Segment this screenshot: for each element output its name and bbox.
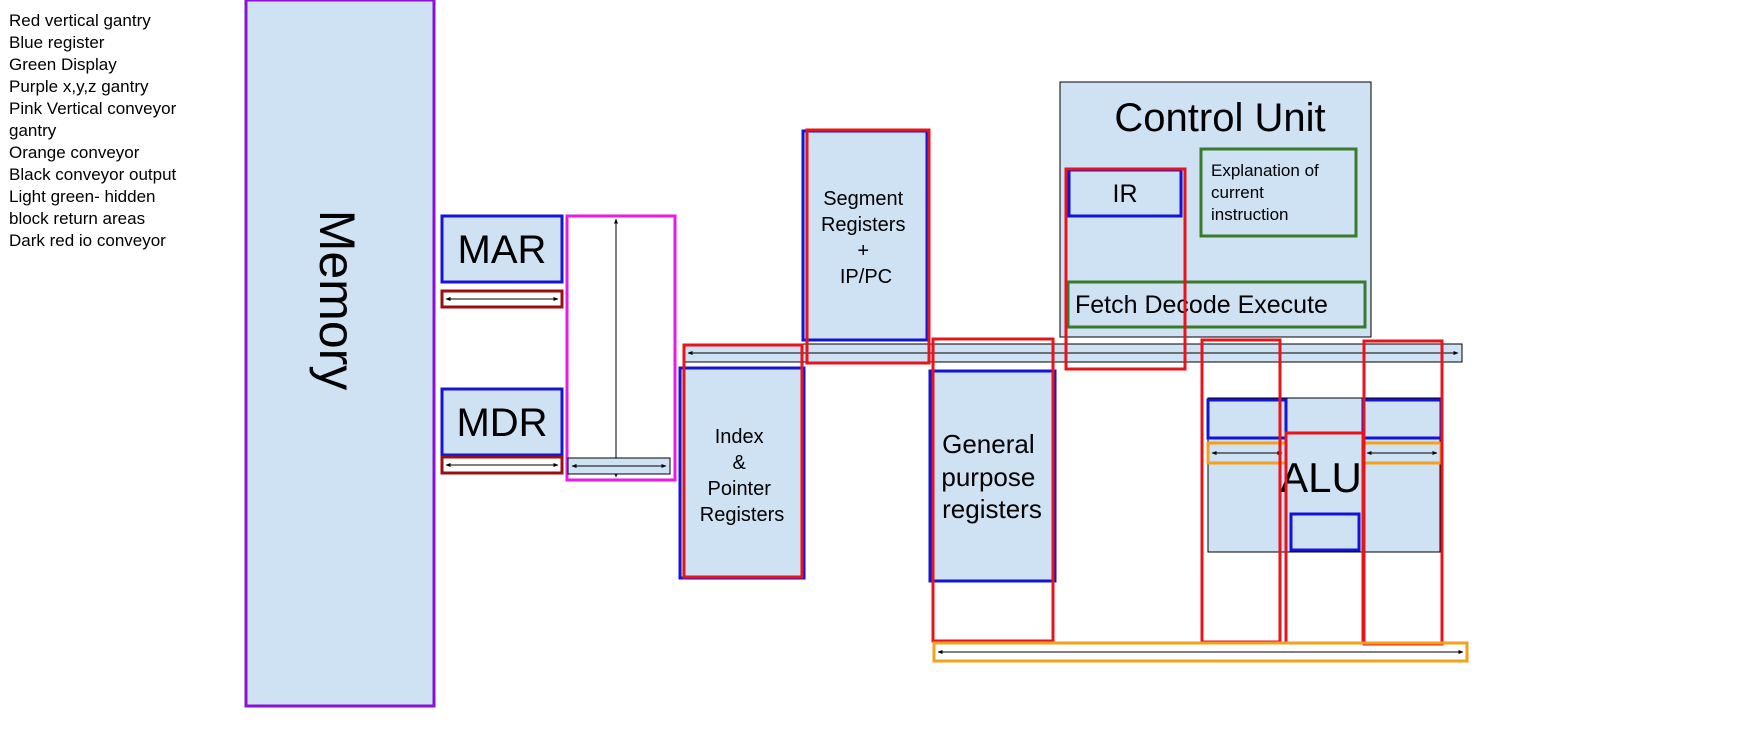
mar-label: MAR	[458, 228, 547, 272]
segment-label-line: +	[857, 240, 869, 262]
memory-block	[244, 0, 436, 708]
explanation-label-line: current	[1211, 183, 1264, 202]
legend-item: Green Display	[9, 55, 117, 74]
general-label: General purpose registers	[941, 429, 1042, 524]
ir-label: IR	[1113, 180, 1138, 208]
explanation-label-line: instruction	[1211, 205, 1288, 224]
legend: Red vertical gantry Blue register Green …	[9, 10, 176, 252]
control-unit	[1059, 81, 1372, 338]
explanation-display	[1199, 147, 1358, 238]
alu-input-register-right	[1361, 398, 1443, 440]
index-label-line: Registers	[700, 504, 784, 526]
alu-output-register	[1289, 512, 1361, 552]
legend-item: Red vertical gantry	[9, 11, 151, 30]
general-gantry	[931, 337, 1055, 643]
general-purpose-registers	[928, 369, 1057, 583]
mdr-label: MDR	[456, 401, 547, 445]
general-label-line: purpose	[941, 462, 1035, 492]
legend-item: block return areas	[9, 209, 146, 228]
legend-item: Dark red io conveyor	[9, 231, 166, 250]
index-label-line: Index	[715, 426, 764, 448]
legend-item: gantry	[9, 121, 57, 140]
control-unit-label: Control Unit	[1114, 96, 1325, 140]
pink-vertical-gantry	[565, 214, 677, 482]
segment-label: Segment Registers + IP/PC	[821, 188, 911, 288]
memory-label: Memory	[309, 210, 365, 391]
mar-register	[440, 214, 564, 284]
legend-item: Pink Vertical conveyor	[9, 99, 177, 118]
index-pointer-registers	[678, 366, 806, 580]
index-label-line: &	[733, 452, 747, 474]
alu-label: ALU	[1280, 454, 1362, 501]
general-label-line: General	[942, 429, 1035, 459]
legend-item: Light green- hidden	[9, 187, 156, 206]
general-label-line: registers	[942, 494, 1042, 524]
index-label: Index & Pointer Registers	[700, 426, 784, 526]
segment-gantry-top	[805, 128, 931, 365]
index-gantry-top	[682, 343, 804, 579]
segment-label-line: Segment	[823, 188, 903, 210]
fde-display	[1066, 280, 1367, 329]
legend-item: Purple x,y,z gantry	[9, 77, 149, 96]
segment-label-line: Registers	[821, 214, 905, 236]
fde-label: Fetch Decode Execute	[1075, 291, 1328, 319]
legend-item: Orange conveyor	[9, 143, 140, 162]
legend-item: Black conveyor output	[9, 165, 177, 184]
segment-label-line: IP/PC	[840, 266, 892, 288]
explanation-label: Explanation of current instruction	[1211, 161, 1323, 224]
explanation-label-line: Explanation of	[1211, 161, 1319, 180]
alu-input-register-left	[1206, 398, 1288, 440]
bottom-conveyor	[932, 641, 1469, 663]
ir-gantry-top	[1064, 167, 1187, 371]
mdr-register	[440, 387, 564, 457]
legend-item: Blue register	[9, 33, 105, 52]
index-label-line: Pointer	[708, 478, 772, 500]
